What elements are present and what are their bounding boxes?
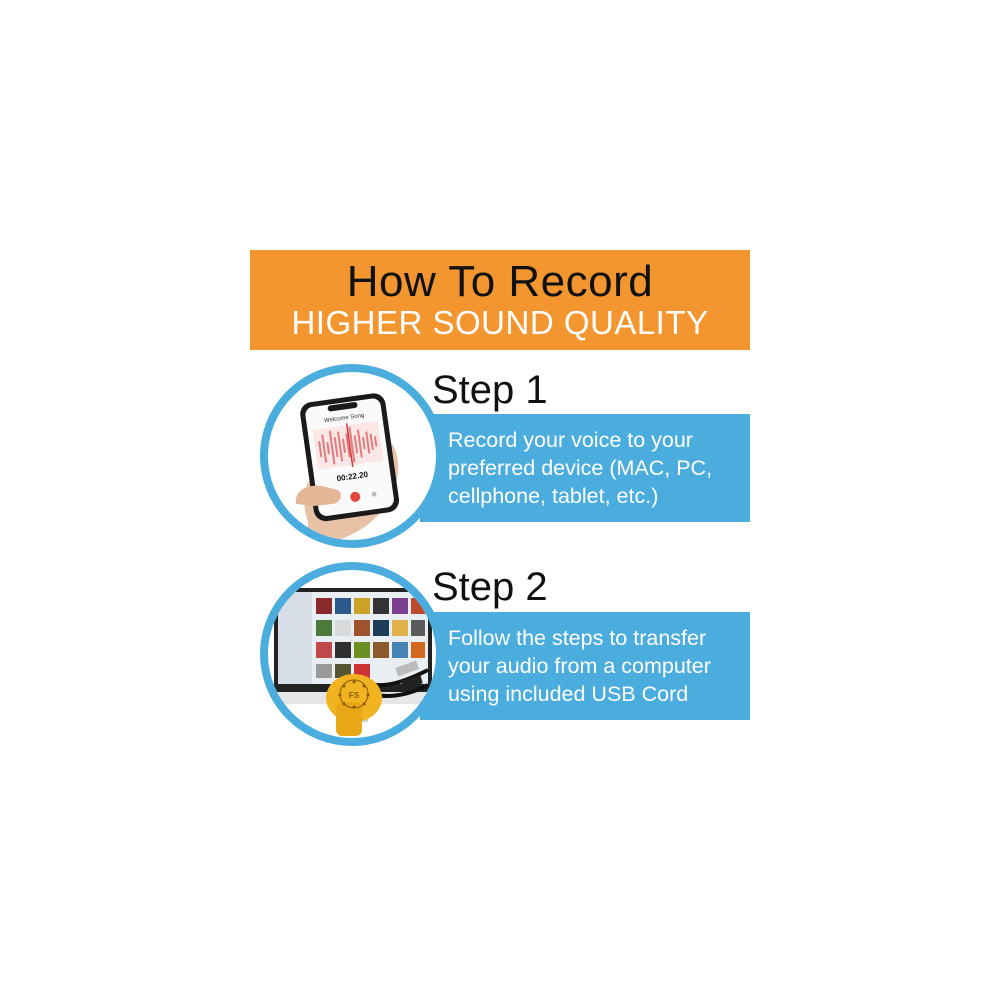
step-1-description: Record your voice to your preferred devi… xyxy=(448,426,744,510)
step-2-title: Step 2 xyxy=(432,565,548,609)
step-2-line: Follow the steps to transfer xyxy=(448,626,707,650)
step-1-line: preferred device (MAC, PC, xyxy=(448,456,713,480)
step-2-line: your audio from a computer xyxy=(448,654,711,678)
record-icon xyxy=(350,491,361,502)
step-1-image-phone: Welcome Song 00:22.20 xyxy=(260,364,444,548)
header-banner: How To Record HIGHER SOUND QUALITY xyxy=(250,250,750,350)
step-2-band: Follow the steps to transfer your audio … xyxy=(420,612,750,720)
step-1-line: cellphone, tablet, etc.) xyxy=(448,484,659,508)
phone-screen-title: Welcome Song xyxy=(324,413,365,425)
step-1-line: Record your voice to your xyxy=(448,428,693,452)
page-title: How To Record xyxy=(346,257,654,306)
voice-recorder-device: FS xyxy=(326,674,382,736)
step-2-line: using included USB Cord xyxy=(448,682,689,706)
device-logo: FS xyxy=(349,691,360,700)
step-1-band: Record your voice to your preferred devi… xyxy=(420,414,750,522)
step-1-title: Step 1 xyxy=(432,368,548,412)
phone-timer: 00:22.20 xyxy=(336,470,369,483)
page-subtitle: HIGHER SOUND QUALITY xyxy=(291,304,709,341)
step-2-description: Follow the steps to transfer your audio … xyxy=(448,624,744,708)
step-2-image-computer: FS xyxy=(260,562,444,746)
